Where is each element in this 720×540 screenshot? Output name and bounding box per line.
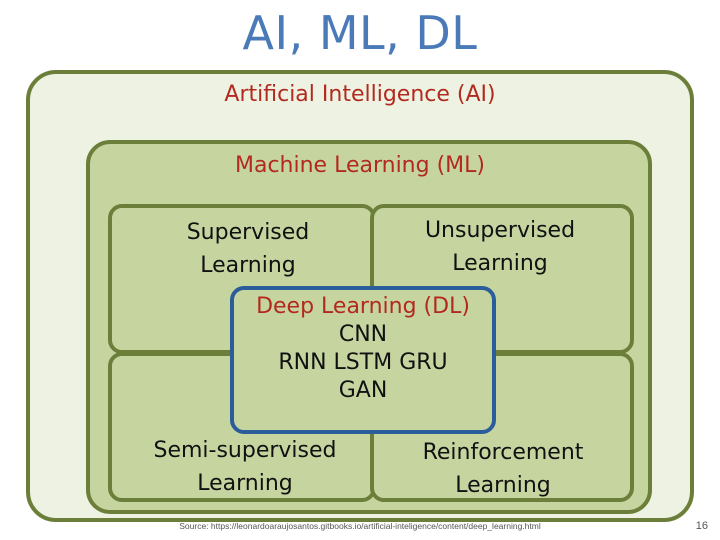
- reinforcement-line-2: Learning: [455, 473, 551, 498]
- deep-learning-container: [230, 286, 496, 434]
- reinforcement-line-1: Reinforcement: [422, 440, 584, 465]
- dl-line-gan: GAN: [338, 378, 388, 403]
- unsupervised-line-2: Learning: [452, 251, 548, 276]
- supervised-learning-label: Supervised Learning: [148, 216, 348, 282]
- dl-line-cnn: CNN: [338, 322, 388, 347]
- ml-label: Machine Learning (ML): [235, 153, 485, 178]
- supervised-line-2: Learning: [200, 253, 296, 278]
- semi-supervised-learning-label: Semi-supervised Learning: [130, 434, 360, 500]
- slide-title: AI, ML, DL: [242, 6, 478, 60]
- semi-supervised-line-1: Semi-supervised: [153, 438, 337, 463]
- dl-line-rnn-lstm-gru: RNN LSTM GRU: [278, 350, 448, 375]
- deep-learning-label: Deep Learning (DL): [256, 294, 470, 319]
- unsupervised-learning-label: Unsupervised Learning: [400, 214, 600, 280]
- ai-label: Artificial Intelligence (AI): [224, 82, 496, 107]
- reinforcement-learning-label: Reinforcement Learning: [388, 436, 618, 502]
- source-citation: Source: https://leonardoaraujosantos.git…: [179, 521, 541, 531]
- semi-supervised-line-2: Learning: [197, 471, 293, 496]
- supervised-line-1: Supervised: [186, 220, 310, 245]
- page-number: 16: [695, 520, 708, 532]
- unsupervised-line-1: Unsupervised: [424, 218, 576, 243]
- deep-learning-content: Deep Learning (DL) CNN RNN LSTM GRU GAN: [230, 293, 496, 405]
